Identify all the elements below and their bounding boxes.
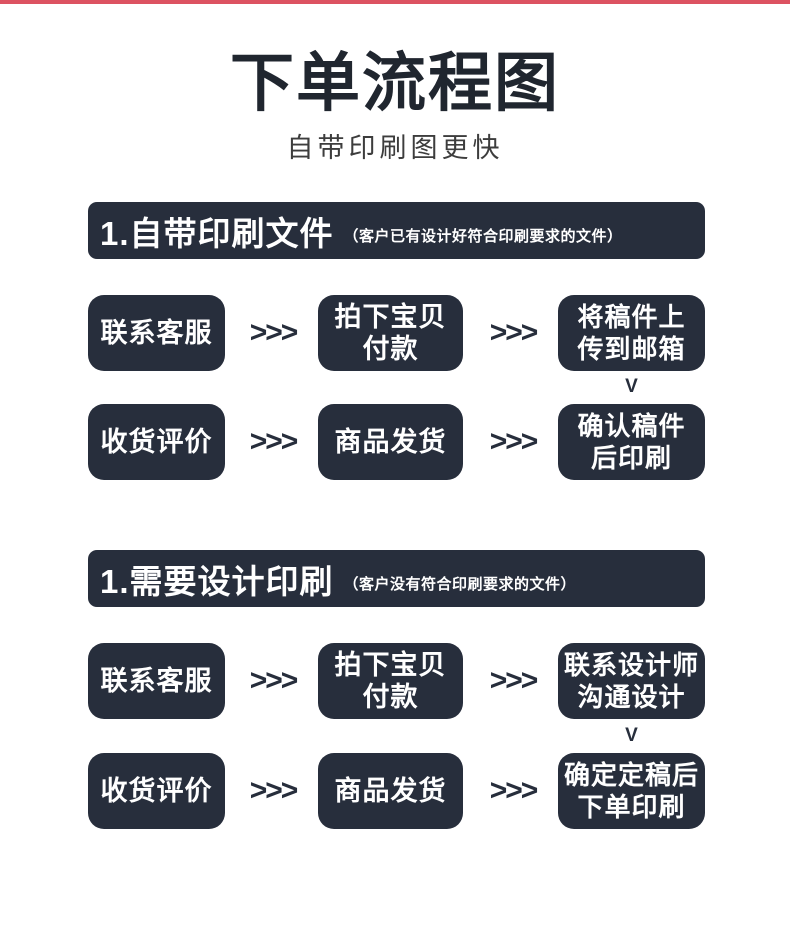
step-goods-shipped: 商品发货 — [318, 404, 463, 480]
top-accent-bar — [0, 0, 790, 4]
step-goods-shipped-2: 商品发货 — [318, 753, 463, 829]
flow-row: 联系客服 >>> 拍下宝贝 付款 >>> 将稿件上 传到邮箱 — [0, 295, 790, 371]
flow-arrow: >>> — [489, 425, 539, 458]
step-finalize-then-order-print: 确定定稿后 下单印刷 — [558, 753, 705, 829]
section-2-banner: 1.需要设计印刷 （客户没有符合印刷要求的文件） — [88, 550, 705, 607]
flow-arrow: >>> — [249, 664, 299, 697]
step-pay-order-2: 拍下宝贝 付款 — [318, 643, 463, 719]
page-subtitle: 自带印刷图更快 — [286, 133, 504, 163]
flow-arrow: >>> — [489, 774, 539, 807]
flow-arrow: >>> — [249, 316, 299, 349]
section-1-banner: 1.自带印刷文件 （客户已有设计好符合印刷要求的文件） — [88, 202, 705, 259]
flow-arrow: >>> — [489, 664, 539, 697]
step-contact-designer: 联系设计师 沟通设计 — [558, 643, 705, 719]
section-2-heading: 1.需要设计印刷 — [100, 562, 334, 600]
section-1-heading: 1.自带印刷文件 — [100, 214, 334, 252]
flow-row: 收货评价 >>> 商品发货 >>> 确认稿件 后印刷 — [0, 404, 790, 480]
step-receive-and-review: 收货评价 — [88, 404, 225, 480]
step-upload-to-email: 将稿件上 传到邮箱 — [558, 295, 705, 371]
flow-arrow: >>> — [489, 316, 539, 349]
step-receive-and-review-2: 收货评价 — [88, 753, 225, 829]
section-2-note: （客户没有符合印刷要求的文件） — [343, 576, 577, 593]
page-title: 下单流程图 — [230, 47, 560, 119]
down-arrow-connector: V — [625, 376, 638, 397]
flow-row: 收货评价 >>> 商品发货 >>> 确定定稿后 下单印刷 — [0, 753, 790, 829]
section-1-note: （客户已有设计好符合印刷要求的文件） — [343, 228, 623, 245]
step-confirm-then-print: 确认稿件 后印刷 — [558, 404, 705, 480]
step-contact-service-2: 联系客服 — [88, 643, 225, 719]
flow-row: 联系客服 >>> 拍下宝贝 付款 >>> 联系设计师 沟通设计 — [0, 643, 790, 719]
flow-arrow: >>> — [249, 425, 299, 458]
step-contact-service: 联系客服 — [88, 295, 225, 371]
flow-arrow: >>> — [249, 774, 299, 807]
down-arrow-connector: V — [625, 725, 638, 746]
step-pay-order: 拍下宝贝 付款 — [318, 295, 463, 371]
